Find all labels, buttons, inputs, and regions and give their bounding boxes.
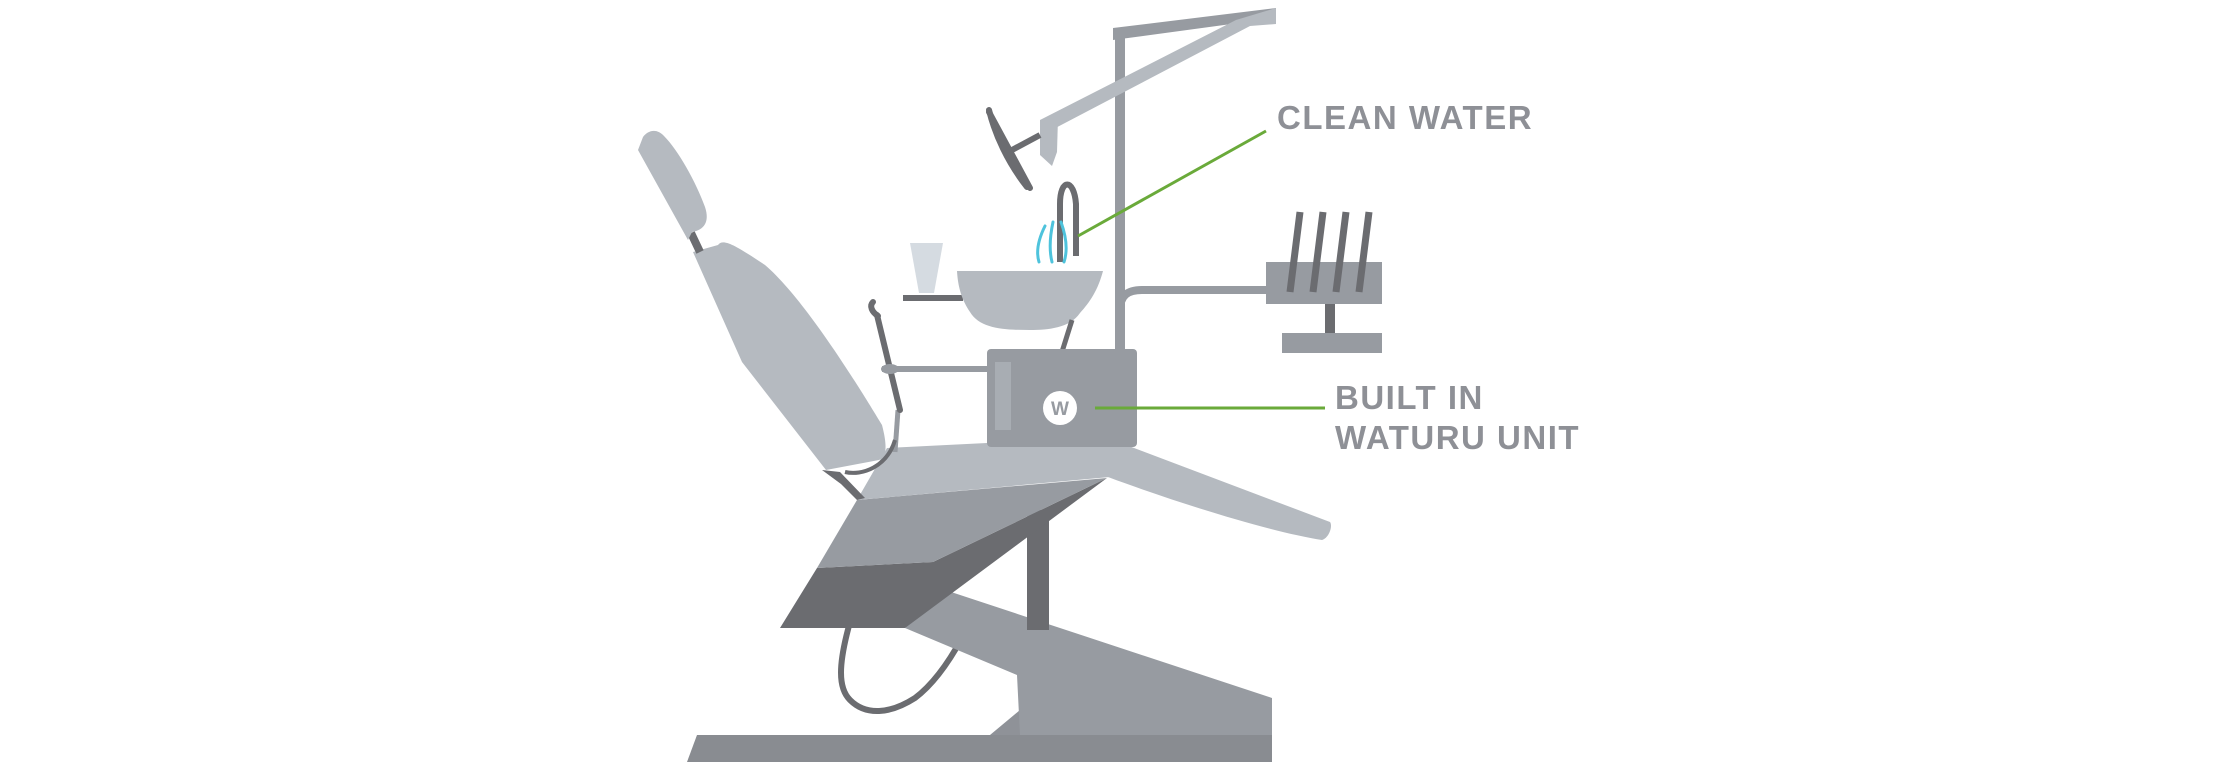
built-in-line1: BUILT IN (1335, 379, 1484, 416)
chair-backrest (638, 130, 886, 500)
w-badge-icon: W (1043, 391, 1077, 425)
chair-pedestal (905, 510, 1272, 735)
hose-loop (838, 621, 965, 715)
built-in-line2: WATURU UNIT (1335, 419, 1581, 456)
cup (910, 243, 943, 293)
leg-rest (1105, 437, 1332, 540)
faucet (1057, 181, 1079, 262)
waturu-unit (881, 349, 1137, 447)
callout-label-clean-water: CLEAN WATER (1277, 98, 1533, 138)
chair-seat (780, 437, 1110, 628)
instrument-tray (1116, 211, 1382, 353)
callout-line-clean-water (1077, 129, 1267, 238)
spittoon (903, 271, 1103, 330)
w-badge-letter: W (1051, 399, 1069, 420)
light-arm (986, 8, 1276, 191)
water-splash-icon (1036, 220, 1068, 264)
arm-rod (868, 299, 903, 453)
clean-water-text: CLEAN WATER (1277, 99, 1534, 136)
callout-label-built-in-unit: BUILT IN WATURU UNIT (1335, 378, 1580, 458)
seat-hose (844, 439, 897, 475)
